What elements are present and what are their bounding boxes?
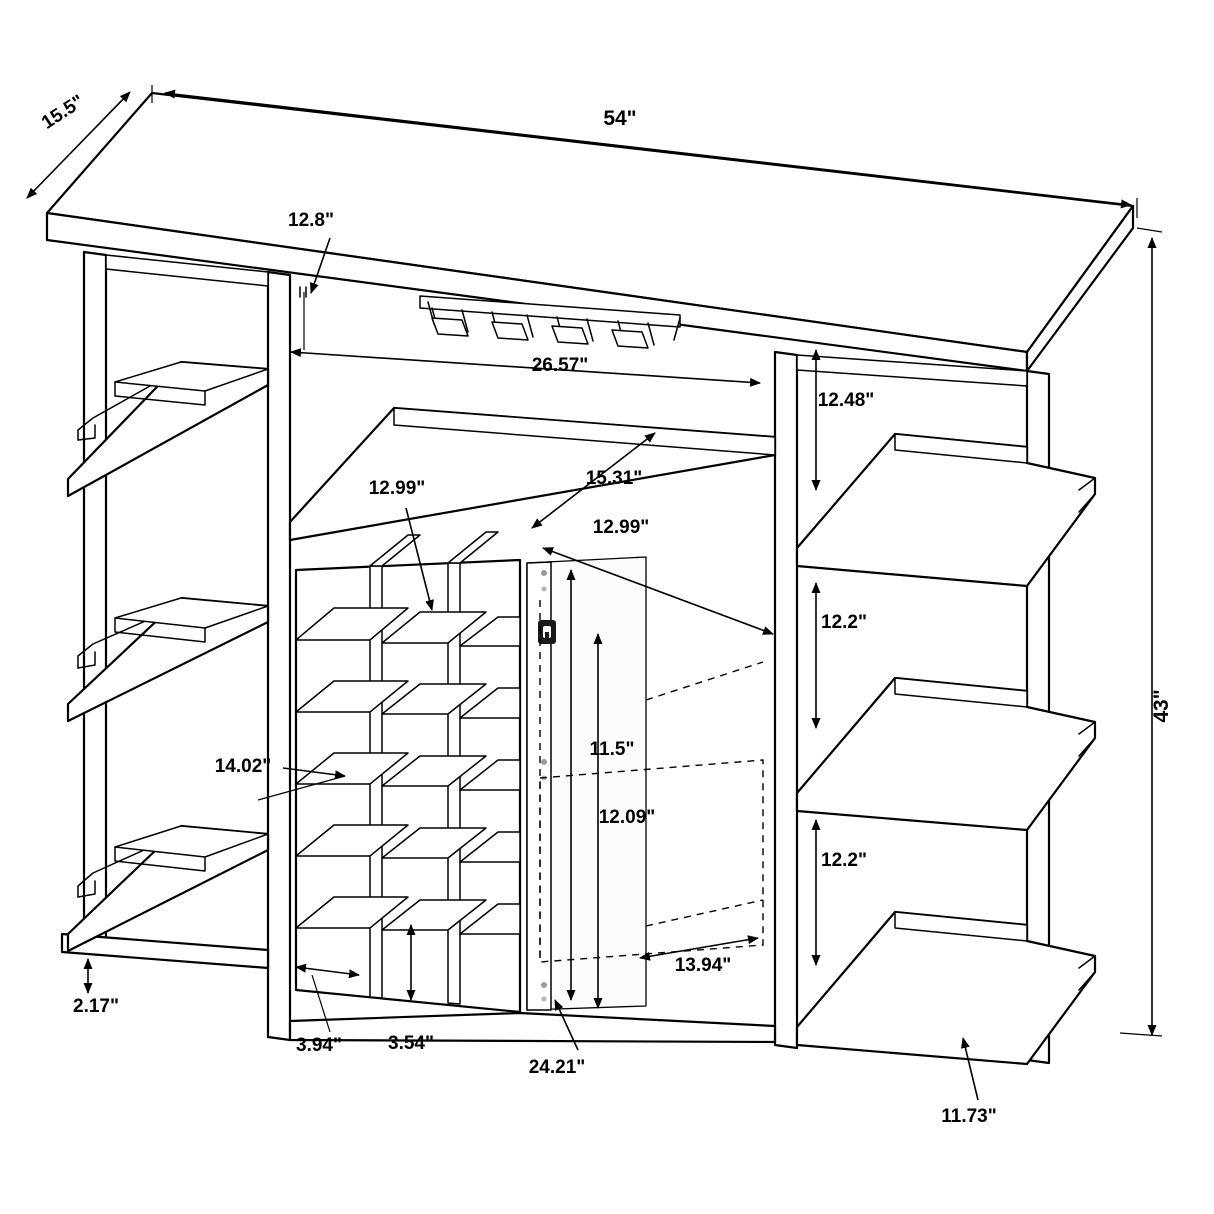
bottom-panel [60, 932, 777, 1044]
dim-cubby-height: 3.54" [388, 1033, 434, 1054]
dim-height-overall: 43" [1150, 689, 1173, 722]
dim-wine-grid-left: 12.99" [369, 478, 426, 499]
dim-cabinet-height: 11.5" [590, 739, 635, 760]
dim-door-height: 12.09" [599, 807, 656, 828]
dim-side-shelf-mid: 12.2" [821, 612, 867, 633]
dim-width-overall: 54" [603, 107, 636, 130]
right-shelves [795, 432, 1097, 1066]
dim-left-shelf-depth: 14.02" [215, 756, 272, 777]
dim-side-shelf-low: 12.2" [821, 850, 867, 871]
stemware-rack [299, 286, 681, 349]
dim-toe-clearance: 2.17" [73, 996, 119, 1017]
dim-glass-rack-width: 26.57" [532, 355, 589, 376]
upper-shelf [288, 406, 777, 542]
dim-side-shelf-top: 12.48" [818, 390, 875, 411]
dim-glass-rack-drop: 12.8" [288, 210, 334, 231]
cabinet-door [526, 556, 764, 1011]
left-shelves [66, 360, 270, 953]
dim-bottom-shelf: 11.73" [941, 1106, 997, 1127]
dim-upper-bay-width: 15.31" [586, 468, 643, 489]
dimension-labels: 15.5" 54" 43" 12.8" 26.57" 12.48" 15.31"… [38, 91, 1173, 1127]
dim-cubby-width: 3.94" [296, 1035, 342, 1056]
dim-depth: 15.5" [38, 91, 88, 134]
wine-bottle-grid [294, 531, 522, 1014]
dim-wine-grid-right: 12.99" [593, 517, 650, 538]
dimension-lines [26, 85, 1163, 1101]
dim-door-width: 24.21" [529, 1057, 586, 1078]
dim-cabinet-depth: 13.94" [675, 955, 732, 976]
